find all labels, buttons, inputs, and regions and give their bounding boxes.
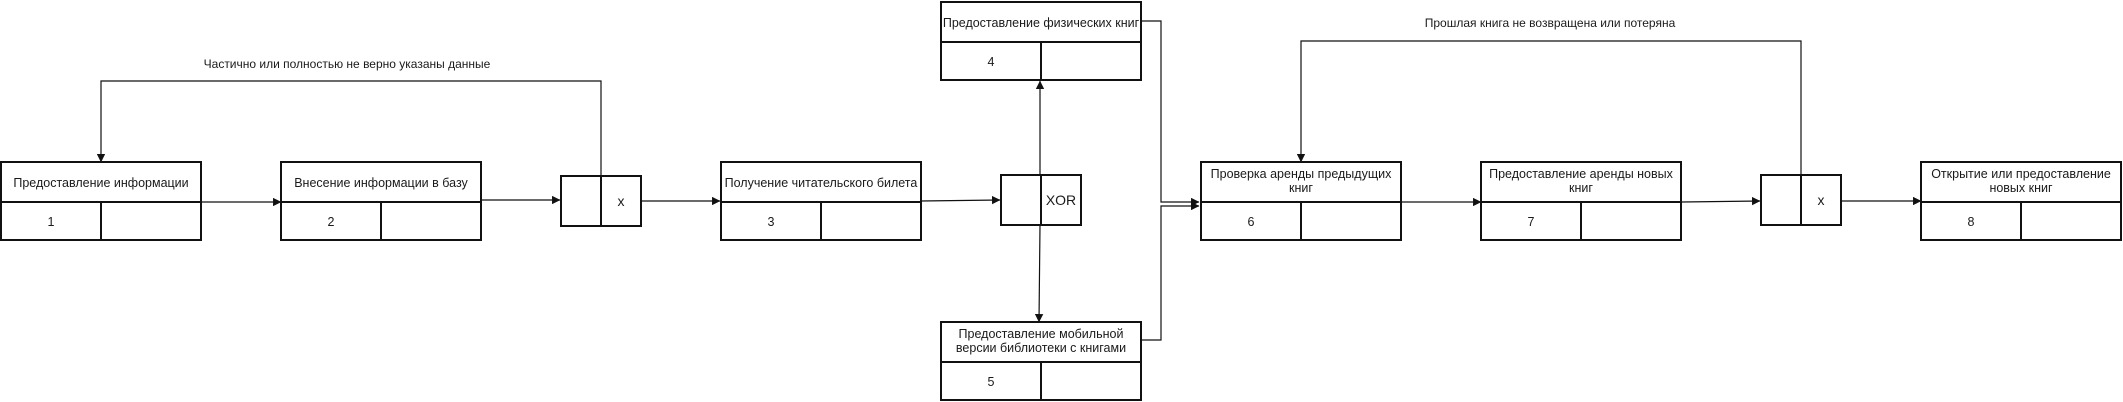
box-number: 6 [1248, 215, 1255, 229]
box-number: 8 [1968, 215, 1975, 229]
box-title-line: Внесение информации в базу [294, 176, 468, 190]
gateway-g2: XOR [1000, 174, 1082, 226]
box-title-line: Проверка аренды предыдущих [1211, 167, 1392, 181]
box-number: 2 [328, 215, 335, 229]
gateway-label: XOR [1046, 192, 1076, 208]
box-title-line: Предоставление физических книг [943, 16, 1140, 30]
loop2-annotation: Прошлая книга не возвращена или потеряна [1425, 16, 1676, 30]
connector-gateway2-5 [1034, 224, 1044, 323]
box-title-line: новых книг [1989, 181, 2053, 195]
box-number: 5 [988, 375, 995, 389]
box-title-line: Предоставление аренды новых [1489, 167, 1674, 181]
box-title-line: версии библиотеки с книгами [956, 341, 1126, 355]
gateway-label: x [618, 193, 625, 209]
gateway-label: x [1818, 192, 1825, 208]
box-title-line: Открытие или предоставление [1931, 167, 2111, 181]
box-number: 4 [988, 55, 995, 69]
process-box-1: Предоставление информации 1 [0, 161, 202, 241]
connector-gateway1-loop-to-1 [96, 80, 602, 176]
connector-3-gateway2 [920, 195, 1001, 205]
box-title-line: книг [1569, 181, 1593, 195]
process-box-4: Предоставление физических книг 4 [940, 1, 1142, 81]
connector-4-6 [1141, 20, 1200, 207]
box-title-line: Предоставление информации [13, 176, 188, 190]
connector-7-gateway3 [1681, 196, 1761, 206]
box-title: Получение читательского билета [725, 176, 918, 190]
process-box-3: Получение читательского билета 3 [720, 161, 922, 241]
box-title: Предоставление информации [13, 176, 188, 190]
box-number: 7 [1528, 215, 1535, 229]
box-number: 1 [48, 215, 55, 229]
gateway-g1: x [560, 175, 642, 227]
connector-gateway3-loop-to-6 [1296, 40, 1802, 175]
connectors [96, 20, 1922, 341]
connector-5-6 [1141, 201, 1200, 341]
gateway-g3: x [1760, 174, 1842, 226]
box-title-line: Получение читательского билета [725, 176, 918, 190]
box-title-line: книг [1289, 181, 1313, 195]
process-box-2: Внесение информации в базу 2 [280, 161, 482, 241]
box-number: 3 [768, 215, 775, 229]
box-title: Внесение информации в базу [294, 176, 468, 190]
box-title: Предоставление физических книг [943, 16, 1140, 30]
box-title-line: Предоставление мобильной [959, 327, 1124, 341]
loop1-annotation: Частично или полностью не верно указаны … [204, 57, 491, 71]
